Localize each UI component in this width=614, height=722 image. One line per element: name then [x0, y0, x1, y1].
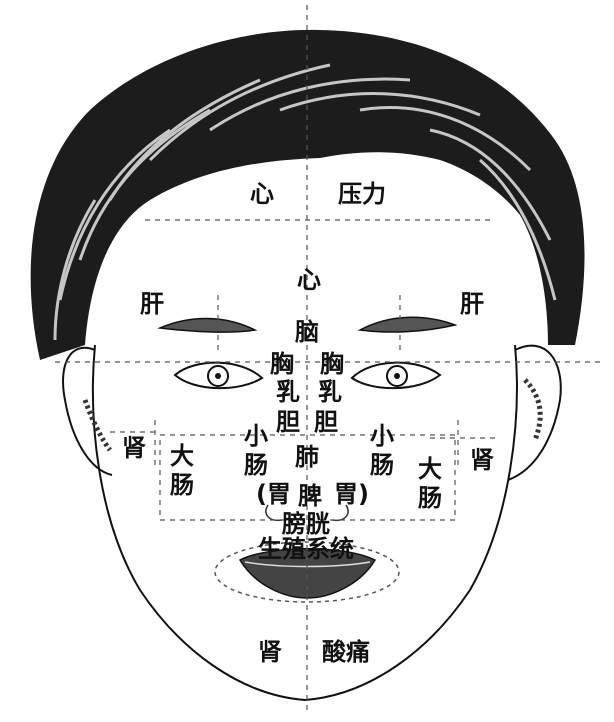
label-small-intestine-left: 小肠	[244, 422, 270, 480]
label-lung: 肺	[295, 445, 319, 469]
label-stomach-left: (胃	[256, 482, 291, 506]
label-breast-right: 乳	[318, 380, 342, 404]
label-gallbladder-right: 胆	[314, 410, 338, 434]
label-brain: 脑	[295, 320, 319, 344]
label-reproductive-system: 生殖系统	[258, 537, 354, 561]
right-eye	[352, 363, 440, 389]
left-eye	[175, 363, 262, 389]
label-breast-left: 乳	[276, 380, 300, 404]
label-bladder: 膀胱	[282, 512, 330, 536]
label-chin-ache: 酸痛	[322, 640, 370, 664]
label-chest-right: 胸	[320, 352, 344, 376]
label-large-intestine-right: 大肠	[418, 455, 444, 513]
label-liver-right: 肝	[460, 292, 484, 316]
left-ear	[63, 348, 112, 475]
label-kidney-right: 肾	[470, 448, 494, 472]
label-small-intestine-right: 小肠	[370, 422, 396, 480]
label-large-intestine-left: 大肠	[170, 442, 196, 500]
left-eyebrow	[160, 318, 255, 332]
label-liver-left: 肝	[140, 292, 164, 316]
label-spleen: 脾	[298, 484, 322, 508]
label-forehead-center-heart: 心	[297, 268, 321, 292]
label-kidney-left: 肾	[122, 436, 146, 460]
label-gallbladder-left: 胆	[276, 410, 300, 434]
label-chin-kidney: 肾	[258, 640, 282, 664]
label-stomach-right: 胃)	[334, 482, 369, 506]
label-forehead-heart: 心	[250, 182, 274, 206]
label-forehead-stress: 压力	[338, 182, 386, 206]
label-chest-left: 胸	[270, 352, 294, 376]
right-eyebrow	[360, 317, 455, 332]
